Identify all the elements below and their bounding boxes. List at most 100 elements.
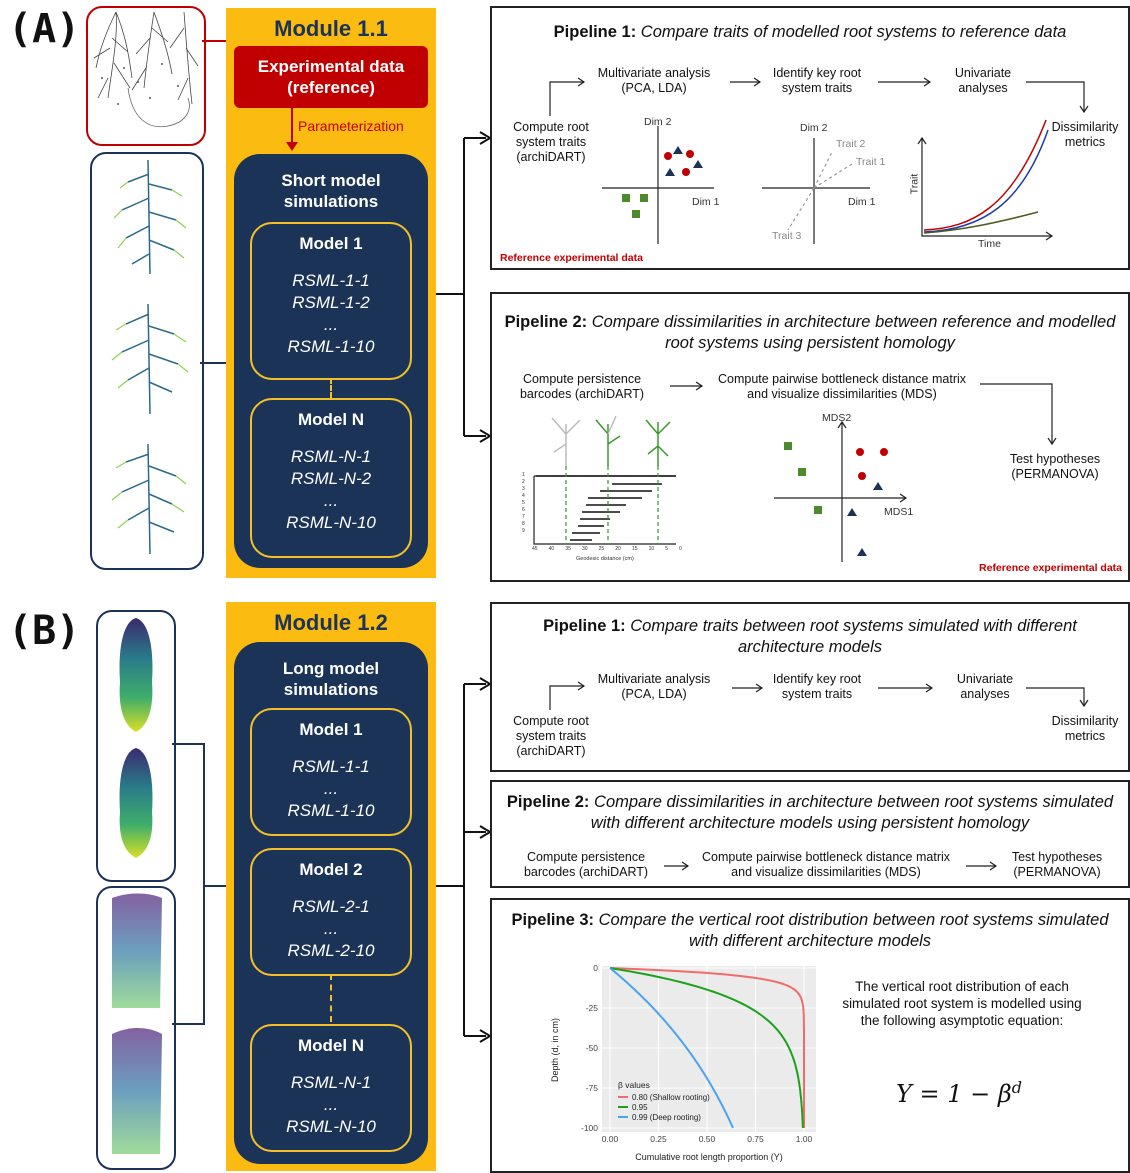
module-1-2: Module 1.2 Long model simulations Model … [226,602,436,1171]
barcode-xlabel: Geodesic distance (cm) [576,556,634,562]
pipeline-title: Pipeline 2: Compare dissimilarities in a… [506,793,1114,832]
pipeline-title: Pipeline 1: Compare traits of modelled r… [553,23,1067,41]
plot3-trait: Trait [908,173,921,195]
equation-description: The vertical root distribution of each s… [842,979,1082,1028]
branch-arrows-a [436,131,492,443]
legend-label: 0.95 [632,1103,648,1112]
ellipsis-connector [330,974,332,1022]
short-simulations-box: Short model simulations Model 1 RSML-1-1… [234,154,428,568]
step-multivariate: Multivariate analysis (PCA, LDA) [597,672,711,701]
step-permanova: Test hypotheses (PERMANOVA) [1009,452,1101,481]
reference-label: Reference experimental data [500,252,643,264]
module-1-1: Module 1.1 Experimental data (reference)… [226,8,436,578]
plot1-dim1: Dim 1 [692,196,720,208]
step-bottleneck: Compute pairwise bottleneck distance mat… [717,372,967,401]
plot3-time: Time [978,238,1001,250]
x-tick-label: 0.00 [602,1134,619,1144]
mds1-label: MDS1 [884,506,914,518]
long-simulations-box: Long model simulations Model 1 RSML-1-1.… [234,642,428,1164]
panel-b-letter: (B) [8,608,81,654]
step-univariate: Univariate analyses [954,66,1012,95]
long-model-root-images-1 [96,610,176,882]
step-barcodes: Compute persistence barcodes (archiDART) [519,372,645,401]
x-tick-label: 0.25 [650,1134,667,1144]
x-tick-label: 0.75 [747,1134,764,1144]
step-identify: Identify key root system traits [772,672,862,701]
pipeline-1-b: Pipeline 1: Compare traits between root … [490,602,1130,772]
pipeline-2-b-arrows [664,861,998,871]
equation: Y = 1 − βd [896,1078,1022,1108]
plot2-dim1: Dim 1 [848,196,876,208]
pipeline-2-b: Pipeline 2: Compare dissimilarities in a… [490,780,1130,888]
panel-a-letter: (A) [8,6,81,52]
model-n-box: Model N RSML-N-1...RSML-N-10 [250,1024,412,1152]
arrow-head [286,142,298,151]
simulations-title: Long model simulations [282,659,380,699]
pipeline-3-b: Pipeline 3: Compare the vertical root di… [490,898,1130,1173]
experimental-data-box: Experimental data (reference) [234,46,428,108]
series-line [609,967,804,1129]
module-title: Module 1.1 [274,16,388,41]
step-compute-traits: Compute root system traits (archiDART) [513,714,589,758]
mds2-label: MDS2 [822,412,852,424]
legend-label: 0.80 (Shallow rooting) [632,1093,710,1102]
legend-label: 0.99 (Deep rooting) [632,1113,701,1122]
y-tick-label: -50 [586,1043,599,1053]
model-name: Model N [297,410,365,429]
y-tick-label: -75 [586,1083,599,1093]
plot1-dim2: Dim 2 [644,116,672,128]
short-model-root-images [90,152,204,570]
pipeline-title: Pipeline 2: Compare dissimilarities in a… [504,313,1116,352]
chart-ylabel: Depth (d, in cm) [550,1018,560,1082]
model-name: Model 1 [299,720,363,739]
pipeline-title: Pipeline 1: Compare traits between root … [543,617,1077,656]
step-multivariate: Multivariate analysis (PCA, LDA) [597,66,711,95]
experimental-data-label: Experimental data (reference) [257,57,405,97]
parameterization-label: Parameterization [298,118,404,134]
chart-xlabel: Cumulative root length proportion (Y) [635,1152,783,1162]
model-runs: RSML-1-1...RSML-1-10 [287,757,375,820]
x-tick-label: 1.00 [796,1134,813,1144]
x-tick-label: 0.50 [699,1134,716,1144]
model-name: Model N [297,1036,365,1055]
model-runs: RSML-N-1...RSML-N-10 [286,1073,376,1136]
connector-reference [202,40,234,42]
y-tick-label: -25 [586,1003,599,1013]
parameterization-arrow [291,108,293,144]
simulations-title: Short model simulations [281,171,381,211]
legend-title: β values [618,1080,650,1090]
pipeline-2-a-graphics [533,381,1057,562]
step-compute-traits: Compute root system traits (archiDART) [513,120,589,164]
model-name: Model 2 [299,860,363,879]
pipeline-1-a-graphics [549,77,1089,244]
series-line [609,967,734,1129]
trait-2: Trait 2 [836,138,866,150]
step-identify: Identify key root system traits [772,66,862,95]
reference-label: Reference experimental data [979,562,1122,574]
step-bottleneck: Compute pairwise bottleneck distance mat… [701,850,951,879]
pipeline-1-b-arrows [549,681,1089,710]
pipeline-2-a: Pipeline 2: Compare dissimilarities in a… [490,292,1130,582]
y-tick-label: 0 [593,963,598,973]
connector-a [200,362,234,364]
long-model-root-images-2 [96,886,176,1170]
module-title: Module 1.2 [274,610,388,635]
step-univariate: Univariate analyses [956,672,1014,701]
step-dissimilarity: Dissimilarity metrics [1051,714,1119,743]
ellipsis-connector [330,378,332,398]
model-runs: RSML-2-1...RSML-2-10 [287,897,375,960]
model-2-box: Model 2 RSML-2-1...RSML-2-10 [250,848,412,976]
step-permanova: Test hypotheses (PERMANOVA) [1011,850,1103,879]
pipeline-1-a: Pipeline 1: Compare traits of modelled r… [490,6,1130,270]
step-dissimilarity: Dissimilarity metrics [1051,120,1119,149]
model-1-box: Model 1 RSML-1-1...RSML-1-10 [250,708,412,836]
trait-1: Trait 1 [856,156,886,168]
branch-arrows-b [436,677,492,1043]
series-line [609,967,805,1128]
